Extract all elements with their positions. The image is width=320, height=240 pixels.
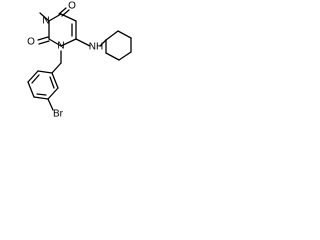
bond-nh-cyclohexyl (99, 39, 107, 47)
bond-ar-2 (27, 70, 39, 83)
atom-nh: NH (89, 42, 103, 53)
bond-c4-n3 (48, 13, 62, 22)
bond-n3-methyl (39, 12, 50, 22)
atom-n-bottom: N (57, 41, 64, 52)
atom-o-left: O (27, 37, 35, 48)
bond-c4-o-top-a (58, 7, 67, 15)
bond-ar-inner-3 (49, 76, 55, 89)
atom-n-top: N (42, 16, 49, 27)
bond-ar-6 (51, 72, 59, 89)
bond-ar-inner-2 (36, 93, 47, 96)
bond-aryl-br (47, 98, 54, 111)
chemical-structure: O N O N NH Br (27, 1, 132, 120)
bond-c2-o-left-a (37, 36, 49, 41)
bond-ar-4 (33, 96, 49, 100)
bond-c2-n1 (48, 38, 62, 47)
bond-ar-5 (47, 87, 59, 100)
bond-ch2-aryl (51, 62, 62, 74)
atom-o-top: O (68, 1, 76, 12)
bond-c2-o-left-b (38, 40, 50, 45)
bond-cy-1 (105, 30, 119, 41)
bond-cy-5 (105, 52, 120, 61)
atom-br: Br (53, 109, 64, 120)
bond-ar-3 (27, 81, 35, 98)
bond-cy-4 (118, 51, 132, 61)
bond-n1-c6 (60, 38, 77, 47)
bond-cy-2 (117, 30, 132, 39)
bond-ar-inner-1 (31, 74, 40, 84)
atom-labels: O N O N NH Br (27, 1, 103, 120)
bond-c6-nh (75, 38, 91, 47)
bonds (27, 7, 132, 111)
bond-ar-1 (37, 70, 53, 74)
bond-c4-o-top-b (61, 9, 70, 17)
